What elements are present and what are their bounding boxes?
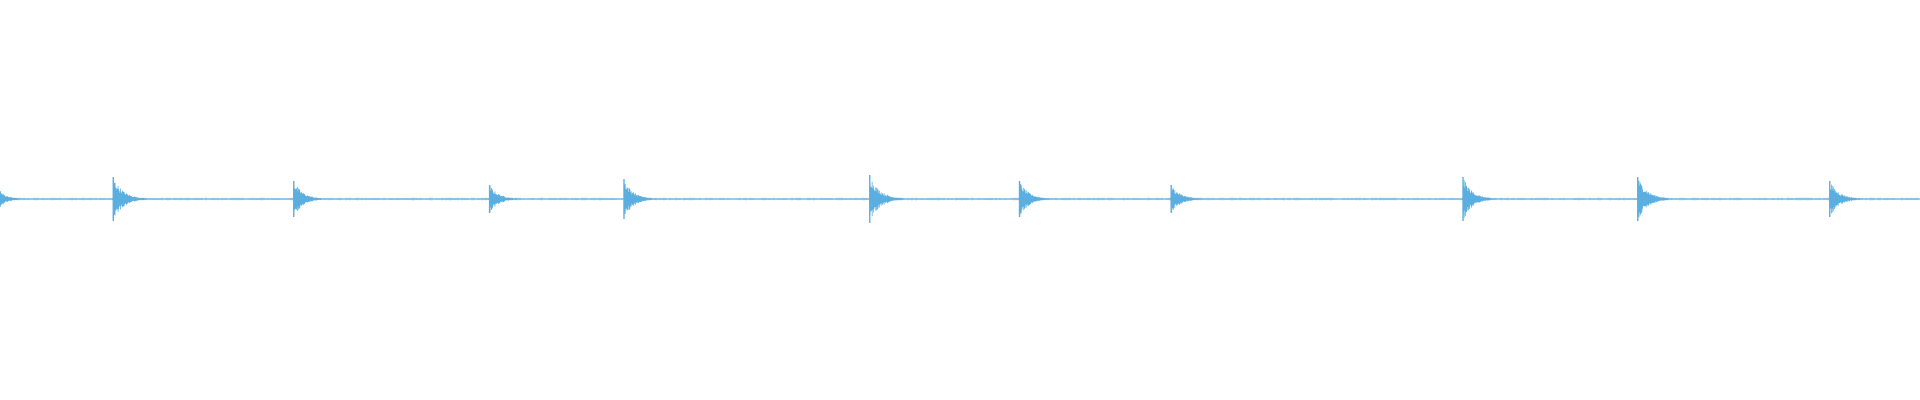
waveform-samples	[0, 175, 1919, 223]
waveform-path	[0, 179, 1919, 219]
